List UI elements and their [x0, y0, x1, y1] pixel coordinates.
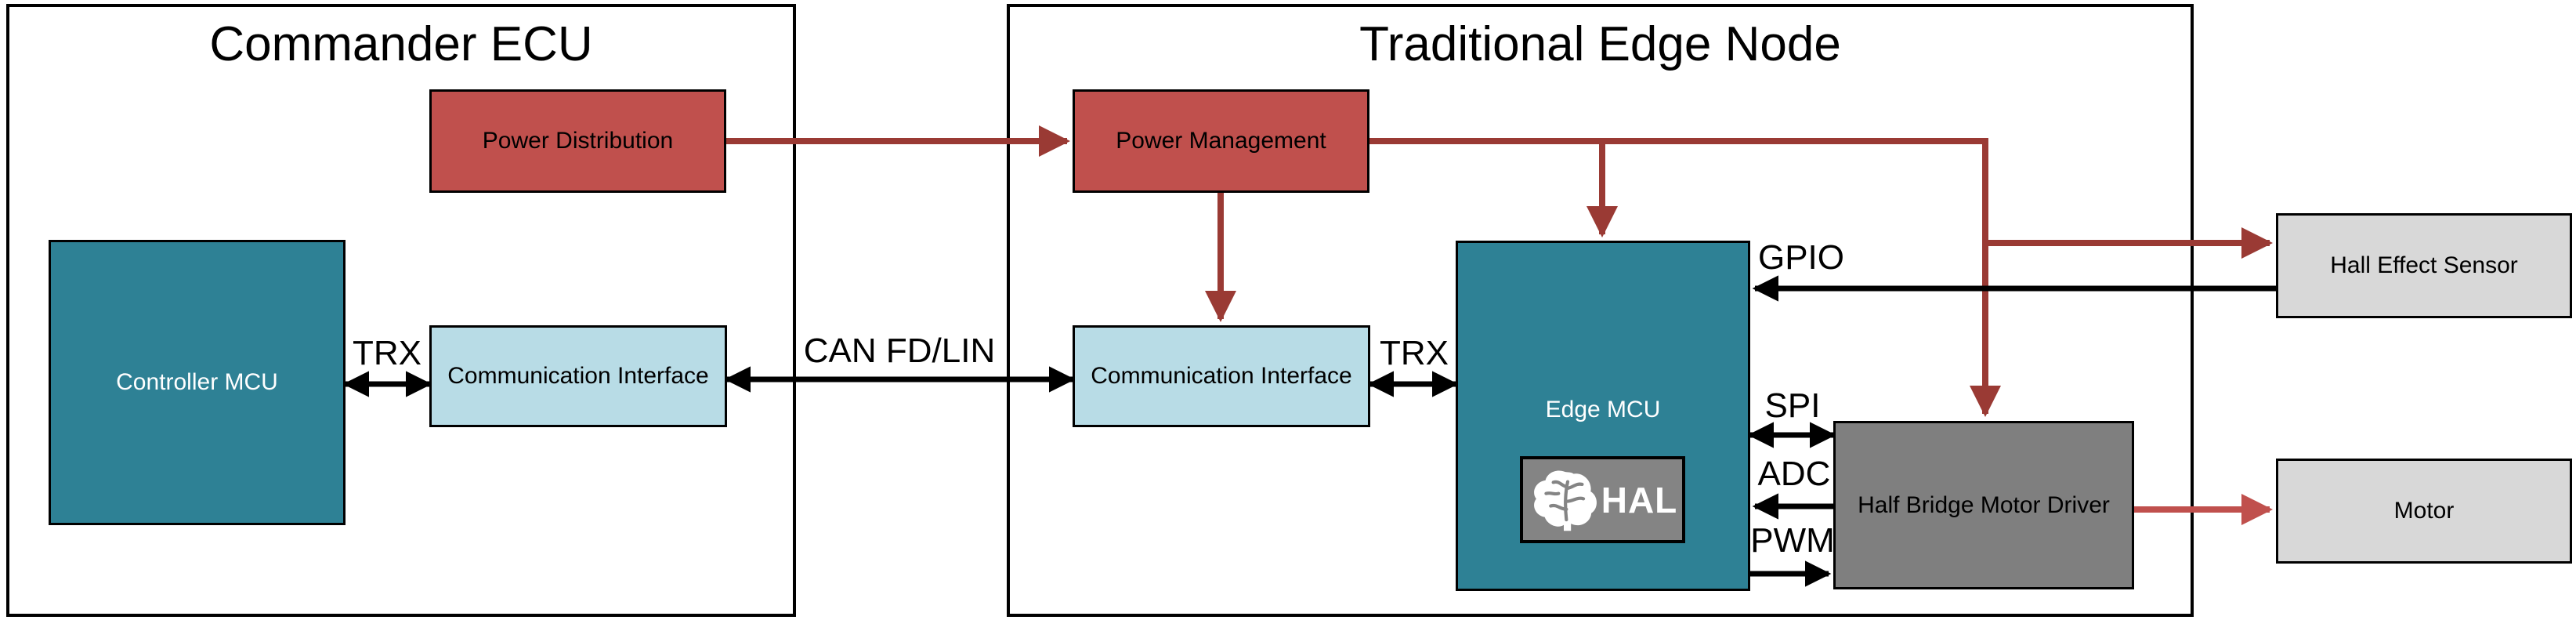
gpio-label: GPIO	[1757, 238, 1845, 277]
pwm-label: PWM	[1750, 521, 1835, 560]
power-distribution-box: Power Distribution	[429, 89, 726, 193]
brain-icon	[1533, 470, 1597, 531]
communication-interface-commander-label: Communication Interface	[447, 363, 709, 389]
hall-effect-sensor-label: Hall Effect Sensor	[2330, 252, 2518, 278]
edge-mcu-box: Edge MCU HAL	[1456, 241, 1750, 591]
controller-mcu-box: Controller MCU	[49, 240, 346, 525]
half-bridge-motor-driver-label: Half Bridge Motor Driver	[1858, 491, 2110, 518]
hal-badge-label: HAL	[1601, 479, 1678, 520]
can-fd-lin-label: CAN FD/LIN	[803, 332, 996, 370]
motor-label: Motor	[2393, 498, 2455, 524]
communication-interface-commander-box: Communication Interface	[429, 325, 727, 427]
commander-ecu-title: Commander ECU	[209, 17, 593, 71]
edge-mcu-label: Edge MCU	[1545, 397, 1661, 422]
traditional-edge-node-title: Traditional Edge Node	[1359, 17, 1841, 71]
power-distribution-label: Power Distribution	[482, 128, 674, 154]
half-bridge-motor-driver-box: Half Bridge Motor Driver	[1833, 421, 2134, 589]
motor-box: Motor	[2276, 459, 2572, 564]
controller-mcu-label: Controller MCU	[116, 369, 278, 395]
communication-interface-edge-box: Communication Interface	[1073, 325, 1370, 427]
adc-label: ADC	[1757, 455, 1831, 493]
wire-power-management-to-motor-driver	[1369, 138, 2001, 417]
communication-interface-edge-label: Communication Interface	[1091, 363, 1352, 389]
trx-edge-label: TRX	[1380, 334, 1449, 372]
power-management-box: Power Management	[1073, 89, 1369, 193]
power-management-label: Power Management	[1116, 128, 1326, 154]
hal-badge: HAL	[1520, 456, 1685, 543]
hall-effect-sensor-box: Hall Effect Sensor	[2276, 213, 2572, 318]
spi-label: SPI	[1764, 386, 1821, 425]
trx-commander-label: TRX	[353, 334, 421, 372]
